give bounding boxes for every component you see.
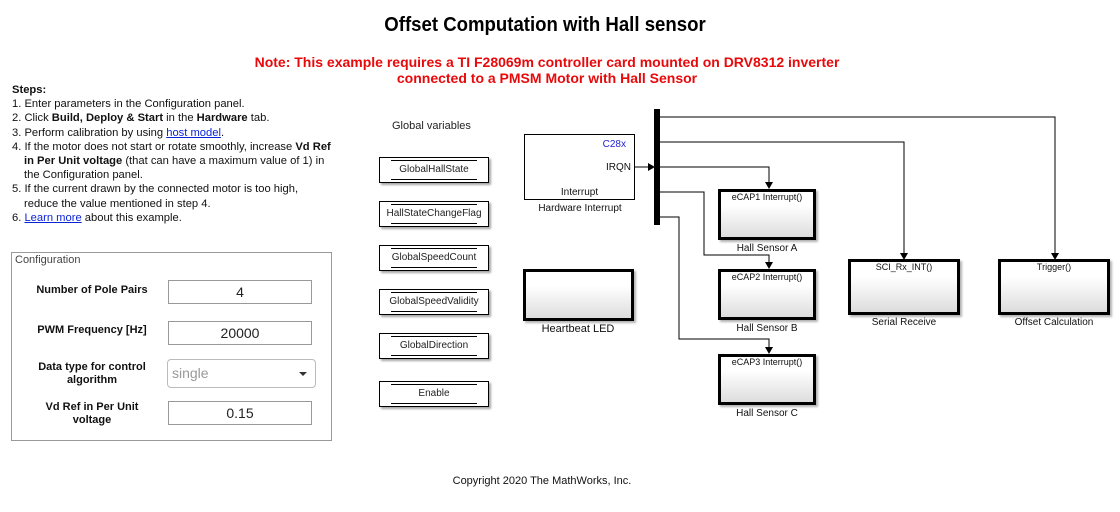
- line-to-hall-sensor-a: [660, 166, 770, 183]
- step-2: 2. Click Build, Deploy & Start in the Ha…: [12, 111, 332, 125]
- arrow-icon: [1051, 253, 1059, 260]
- target-label: C28x: [602, 139, 626, 150]
- hardware-note: Note: This example requires a TI F28069m…: [0, 54, 1094, 86]
- pole-pairs-label: Number of Pole Pairs: [36, 284, 148, 296]
- serial-receive-name: Serial Receive: [871, 317, 937, 328]
- serial-receive-trigger: SCI_Rx_INT(): [875, 262, 933, 272]
- copyright-text: Copyright 2020 The MathWorks, Inc.: [452, 475, 632, 487]
- steps-header: Steps:: [12, 84, 47, 96]
- page-title: Offset Computation with Hall sensor: [384, 14, 706, 36]
- data-store-global-hall-state[interactable]: GlobalHallState: [379, 157, 489, 183]
- step-2-text-mid: in the: [163, 112, 197, 125]
- step-4-text: 4. If the motor does not start or rotate…: [12, 140, 296, 153]
- configuration-panel: Configuration Number of Pole Pairs 4 PWM…: [11, 252, 332, 441]
- hall-sensor-b-block[interactable]: eCAP2 Interrupt(): [718, 269, 816, 320]
- heartbeat-led-name: Heartbeat LED: [541, 323, 615, 335]
- data-store-hall-state-change-flag[interactable]: HallStateChangeFlag: [379, 201, 489, 227]
- note-line-2: connected to a PMSM Motor with Hall Sens…: [396, 70, 698, 86]
- arrow-icon: [648, 163, 655, 171]
- arrow-icon: [765, 347, 773, 354]
- step-3-text: 3. Perform calibration by using: [12, 126, 167, 139]
- step-6-text-end: about this example.: [81, 211, 182, 224]
- data-type-label: Data type for control algorithm: [38, 361, 146, 386]
- pwm-frequency-label: PWM Frequency [Hz]: [37, 324, 147, 336]
- hall-sensor-c-trigger: eCAP3 Interrupt(): [731, 357, 803, 367]
- hall-sensor-c-name: Hall Sensor C: [736, 408, 798, 419]
- step-3-text-end: .: [220, 126, 225, 139]
- hall-sensor-c-block[interactable]: eCAP3 Interrupt(): [718, 354, 816, 405]
- step-2-build-deploy: Build, Deploy & Start: [51, 112, 164, 125]
- hardware-interrupt-block[interactable]: C28x IRQN Interrupt: [524, 134, 635, 200]
- line-to-offset-calculation: [660, 116, 1056, 254]
- vd-ref-label: Vd Ref in Per Unit voltage: [45, 401, 139, 426]
- serial-receive-block[interactable]: SCI_Rx_INT(): [848, 259, 960, 315]
- pwm-frequency-input[interactable]: 20000: [168, 321, 312, 345]
- hall-sensor-b-trigger: eCAP2 Interrupt(): [731, 272, 803, 282]
- line-to-hall-sensor-b: [660, 191, 770, 263]
- offset-calculation-name: Offset Calculation: [1014, 317, 1094, 328]
- learn-more-link[interactable]: Learn more: [24, 211, 82, 224]
- demux-bus-bar: [654, 109, 660, 225]
- step-3: 3. Perform calibration by using host mod…: [12, 126, 332, 140]
- arrow-icon: [765, 182, 773, 189]
- line-to-hall-sensor-c: [660, 216, 770, 348]
- arrow-icon: [765, 262, 773, 269]
- data-store-global-speed-count[interactable]: GlobalSpeedCount: [379, 245, 489, 271]
- data-store-global-direction[interactable]: GlobalDirection: [379, 333, 489, 359]
- configuration-legend: Configuration: [15, 254, 81, 266]
- heartbeat-led-block[interactable]: [523, 269, 634, 321]
- pole-pairs-input[interactable]: 4: [168, 280, 312, 304]
- data-type-value: single: [172, 365, 209, 381]
- step-2-hardware: Hardware: [196, 112, 248, 125]
- step-2-text-end: tab.: [247, 112, 270, 125]
- arrow-icon: [900, 253, 908, 260]
- global-variables-heading: Global variables: [392, 120, 471, 132]
- line-to-serial-receive: [660, 141, 905, 254]
- steps-instructions: Steps: 1. Enter parameters in the Config…: [12, 83, 332, 225]
- hall-sensor-a-block[interactable]: eCAP1 Interrupt(): [718, 189, 816, 240]
- step-5: 5. If the current drawn by the connected…: [12, 183, 299, 210]
- step-4-text-end: (that can have a maximum value of 1) in …: [24, 155, 325, 182]
- irqn-port-label: IRQN: [606, 162, 631, 173]
- data-type-dropdown[interactable]: single: [167, 359, 316, 388]
- interrupt-label: Interrupt: [560, 187, 599, 198]
- hall-sensor-a-name: Hall Sensor A: [736, 243, 798, 254]
- note-line-1: Note: This example requires a TI F28069m…: [254, 54, 840, 70]
- step-1: 1. Enter parameters in the Configuration…: [12, 98, 245, 111]
- data-store-global-speed-validity[interactable]: GlobalSpeedValidity: [379, 289, 489, 315]
- step-2-text: 2. Click: [12, 112, 52, 125]
- step-6: 6. Learn more about this example.: [12, 211, 332, 225]
- data-store-enable[interactable]: Enable: [379, 381, 489, 407]
- hardware-interrupt-name: Hardware Interrupt: [538, 203, 622, 214]
- offset-calculation-block[interactable]: Trigger(): [998, 259, 1110, 315]
- step-6-text: 6.: [12, 211, 25, 224]
- chevron-down-icon: [299, 372, 307, 376]
- host-model-link[interactable]: host model: [166, 126, 221, 139]
- step-4-vdref: Vd Ref in Per Unit voltage: [24, 140, 331, 168]
- hall-sensor-b-name: Hall Sensor B: [736, 323, 798, 334]
- hall-sensor-a-trigger: eCAP1 Interrupt(): [731, 192, 803, 202]
- vd-ref-input[interactable]: 0.15: [168, 401, 312, 425]
- offset-calculation-trigger: Trigger(): [1036, 262, 1072, 272]
- step-4: 4. If the motor does not start or rotate…: [12, 140, 332, 183]
